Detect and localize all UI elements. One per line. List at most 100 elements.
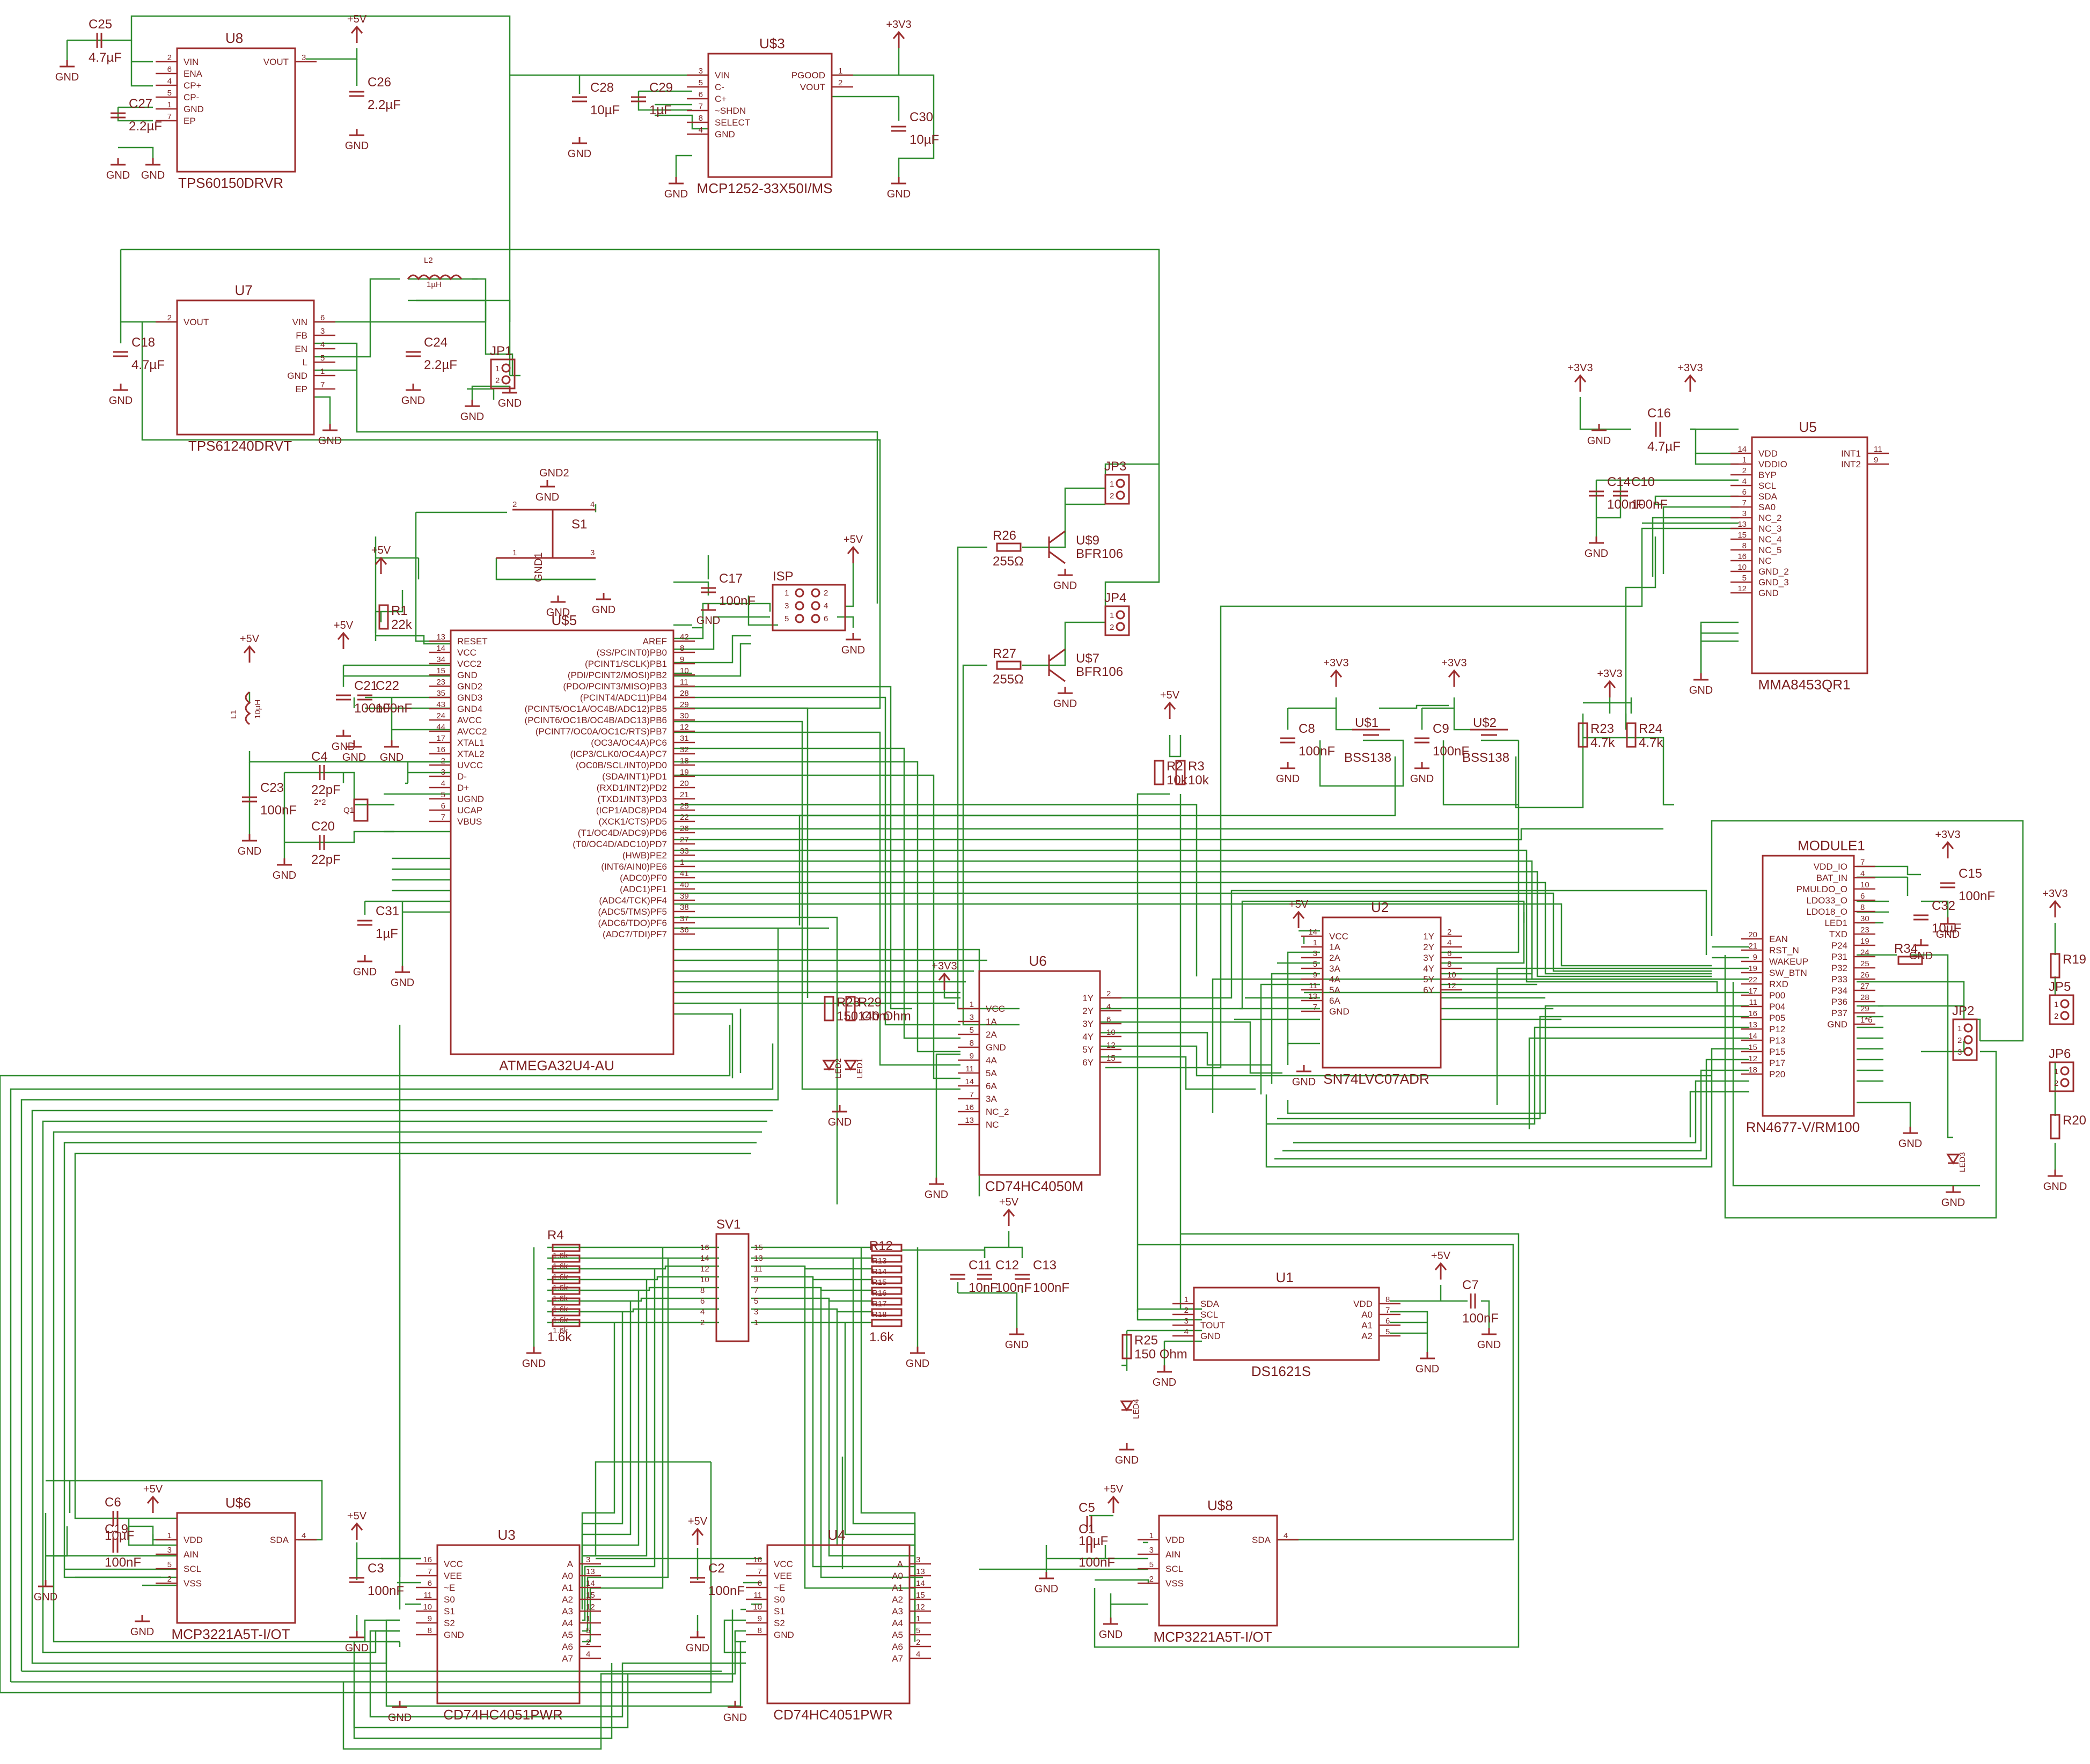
pin-label: (ADC5/TMS)PF5 — [598, 907, 667, 917]
ground-label: GND — [342, 752, 366, 763]
capacitor-ref: C14 — [1607, 475, 1631, 489]
pin-label: 2Y — [1423, 942, 1434, 952]
pin-number: 4 — [1184, 1327, 1189, 1336]
pin-number: 28 — [1860, 993, 1869, 1002]
pin-number: 4 — [1860, 869, 1865, 878]
pin-label: 2Y — [1082, 1006, 1094, 1016]
pin-label: (T0/OC4D/ADC10)PD7 — [573, 839, 667, 849]
pin-number: 27 — [680, 835, 689, 844]
ground-label: GND — [887, 188, 911, 200]
ground-symbol: GND — [2043, 1170, 2067, 1193]
pin-number: 8 — [428, 1626, 432, 1635]
pin-number: 2 — [1184, 1306, 1189, 1315]
capacitor-ref: C23 — [260, 781, 284, 795]
resistor-ref: R25 — [1134, 1333, 1158, 1348]
pin-number: 2 — [1742, 466, 1747, 475]
pin-label: VBUS — [457, 817, 482, 827]
ground-symbol: GND — [1115, 1443, 1139, 1466]
pin-number: 3 — [916, 1555, 920, 1564]
svg-text:R18: R18 — [872, 1310, 887, 1319]
pin-number: 16 — [1737, 552, 1747, 561]
ground-label: GND — [273, 870, 296, 881]
pin-label: UVCC — [457, 760, 483, 770]
pin-label: S2 — [774, 1618, 785, 1628]
pin-label: P05 — [1769, 1013, 1785, 1023]
chip-ref: U4 — [828, 1527, 846, 1543]
pin-label: RXD — [1769, 979, 1788, 989]
capacitor-value: 10µF — [590, 103, 620, 117]
svg-text:1: 1 — [1110, 611, 1114, 620]
pin-label: A1 — [562, 1583, 573, 1593]
power-symbol: +5V — [999, 1196, 1019, 1226]
svg-text:3: 3 — [590, 548, 595, 557]
svg-text:1: 1 — [2054, 1067, 2058, 1076]
svg-text:R17: R17 — [872, 1299, 887, 1309]
pin-label: INT2 — [1841, 459, 1861, 469]
jumper-ref: JP5 — [2049, 980, 2071, 994]
pin-number: 18 — [1748, 1065, 1757, 1075]
resistor-value: 22k — [391, 618, 413, 632]
pin-label: A4 — [562, 1618, 573, 1628]
pin-label: SDA — [270, 1535, 289, 1545]
pin-number: 4 — [1284, 1531, 1288, 1540]
ground-symbol: GND — [498, 386, 522, 409]
svg-text:1: 1 — [2054, 1000, 2058, 1009]
pin-number: 1 — [916, 1614, 920, 1623]
svg-text:1: 1 — [495, 364, 500, 373]
pin-label: VOUT — [263, 57, 289, 67]
pin-number: 19 — [1860, 937, 1869, 946]
pin-number: 2 — [167, 313, 172, 322]
chip-body — [1762, 855, 1855, 1117]
power-symbol: +5V — [240, 633, 260, 663]
pin-label: SDA — [1252, 1535, 1271, 1545]
pin-number: 44 — [436, 723, 445, 732]
chip-ref: U$8 — [1207, 1497, 1233, 1513]
svg-text:Q1: Q1 — [343, 806, 354, 815]
chip-part: CD74HC4050M — [985, 1178, 1084, 1194]
pin-number: 6 — [1385, 1317, 1390, 1326]
pin-number: 5 — [916, 1626, 920, 1635]
pin-number: 14 — [965, 1077, 974, 1086]
pin-label: A4 — [892, 1618, 903, 1628]
pin-number: 8 — [970, 1039, 974, 1048]
resistor-array-left: R41.6k1.6k1.6k1.6k1.6k1.6k1.6k1.6k1.6k — [547, 1228, 581, 1344]
svg-text:1µH: 1µH — [427, 280, 442, 289]
pin-label: VIN — [184, 57, 199, 67]
pin-label: 3A — [1329, 964, 1340, 974]
capacitor-value: 4.7µF — [131, 358, 165, 372]
ground-symbol: GND — [401, 384, 425, 407]
pin-label: (OC0B/SCL/INT0)PD0 — [576, 760, 667, 770]
resistor-value: 140 Ohm — [858, 1009, 911, 1024]
pin-number: 41 — [680, 869, 689, 878]
pin-number: 12 — [1748, 1054, 1757, 1063]
pin-label: S0 — [444, 1594, 455, 1605]
ground-label: GND — [498, 398, 522, 409]
pin-number: 16 — [1748, 1009, 1757, 1018]
led-led4: LED4 — [1120, 1399, 1141, 1419]
pin-label: GND — [715, 129, 735, 139]
pin-number: 4 — [320, 340, 325, 349]
pin-label: D+ — [457, 783, 469, 793]
pin-number: 16 — [965, 1103, 974, 1112]
power-symbol: +5V — [1104, 1483, 1124, 1513]
pin-number: 11 — [1874, 445, 1882, 454]
ground-symbol: GND — [1099, 1618, 1123, 1641]
resistor-ref: R3 — [1188, 759, 1205, 774]
svg-text:9: 9 — [754, 1275, 758, 1284]
pin-label: (PCINT5/OC1A/OC4B/ADC12)PB5 — [525, 704, 667, 714]
capacitor-ref: C4 — [311, 749, 328, 764]
